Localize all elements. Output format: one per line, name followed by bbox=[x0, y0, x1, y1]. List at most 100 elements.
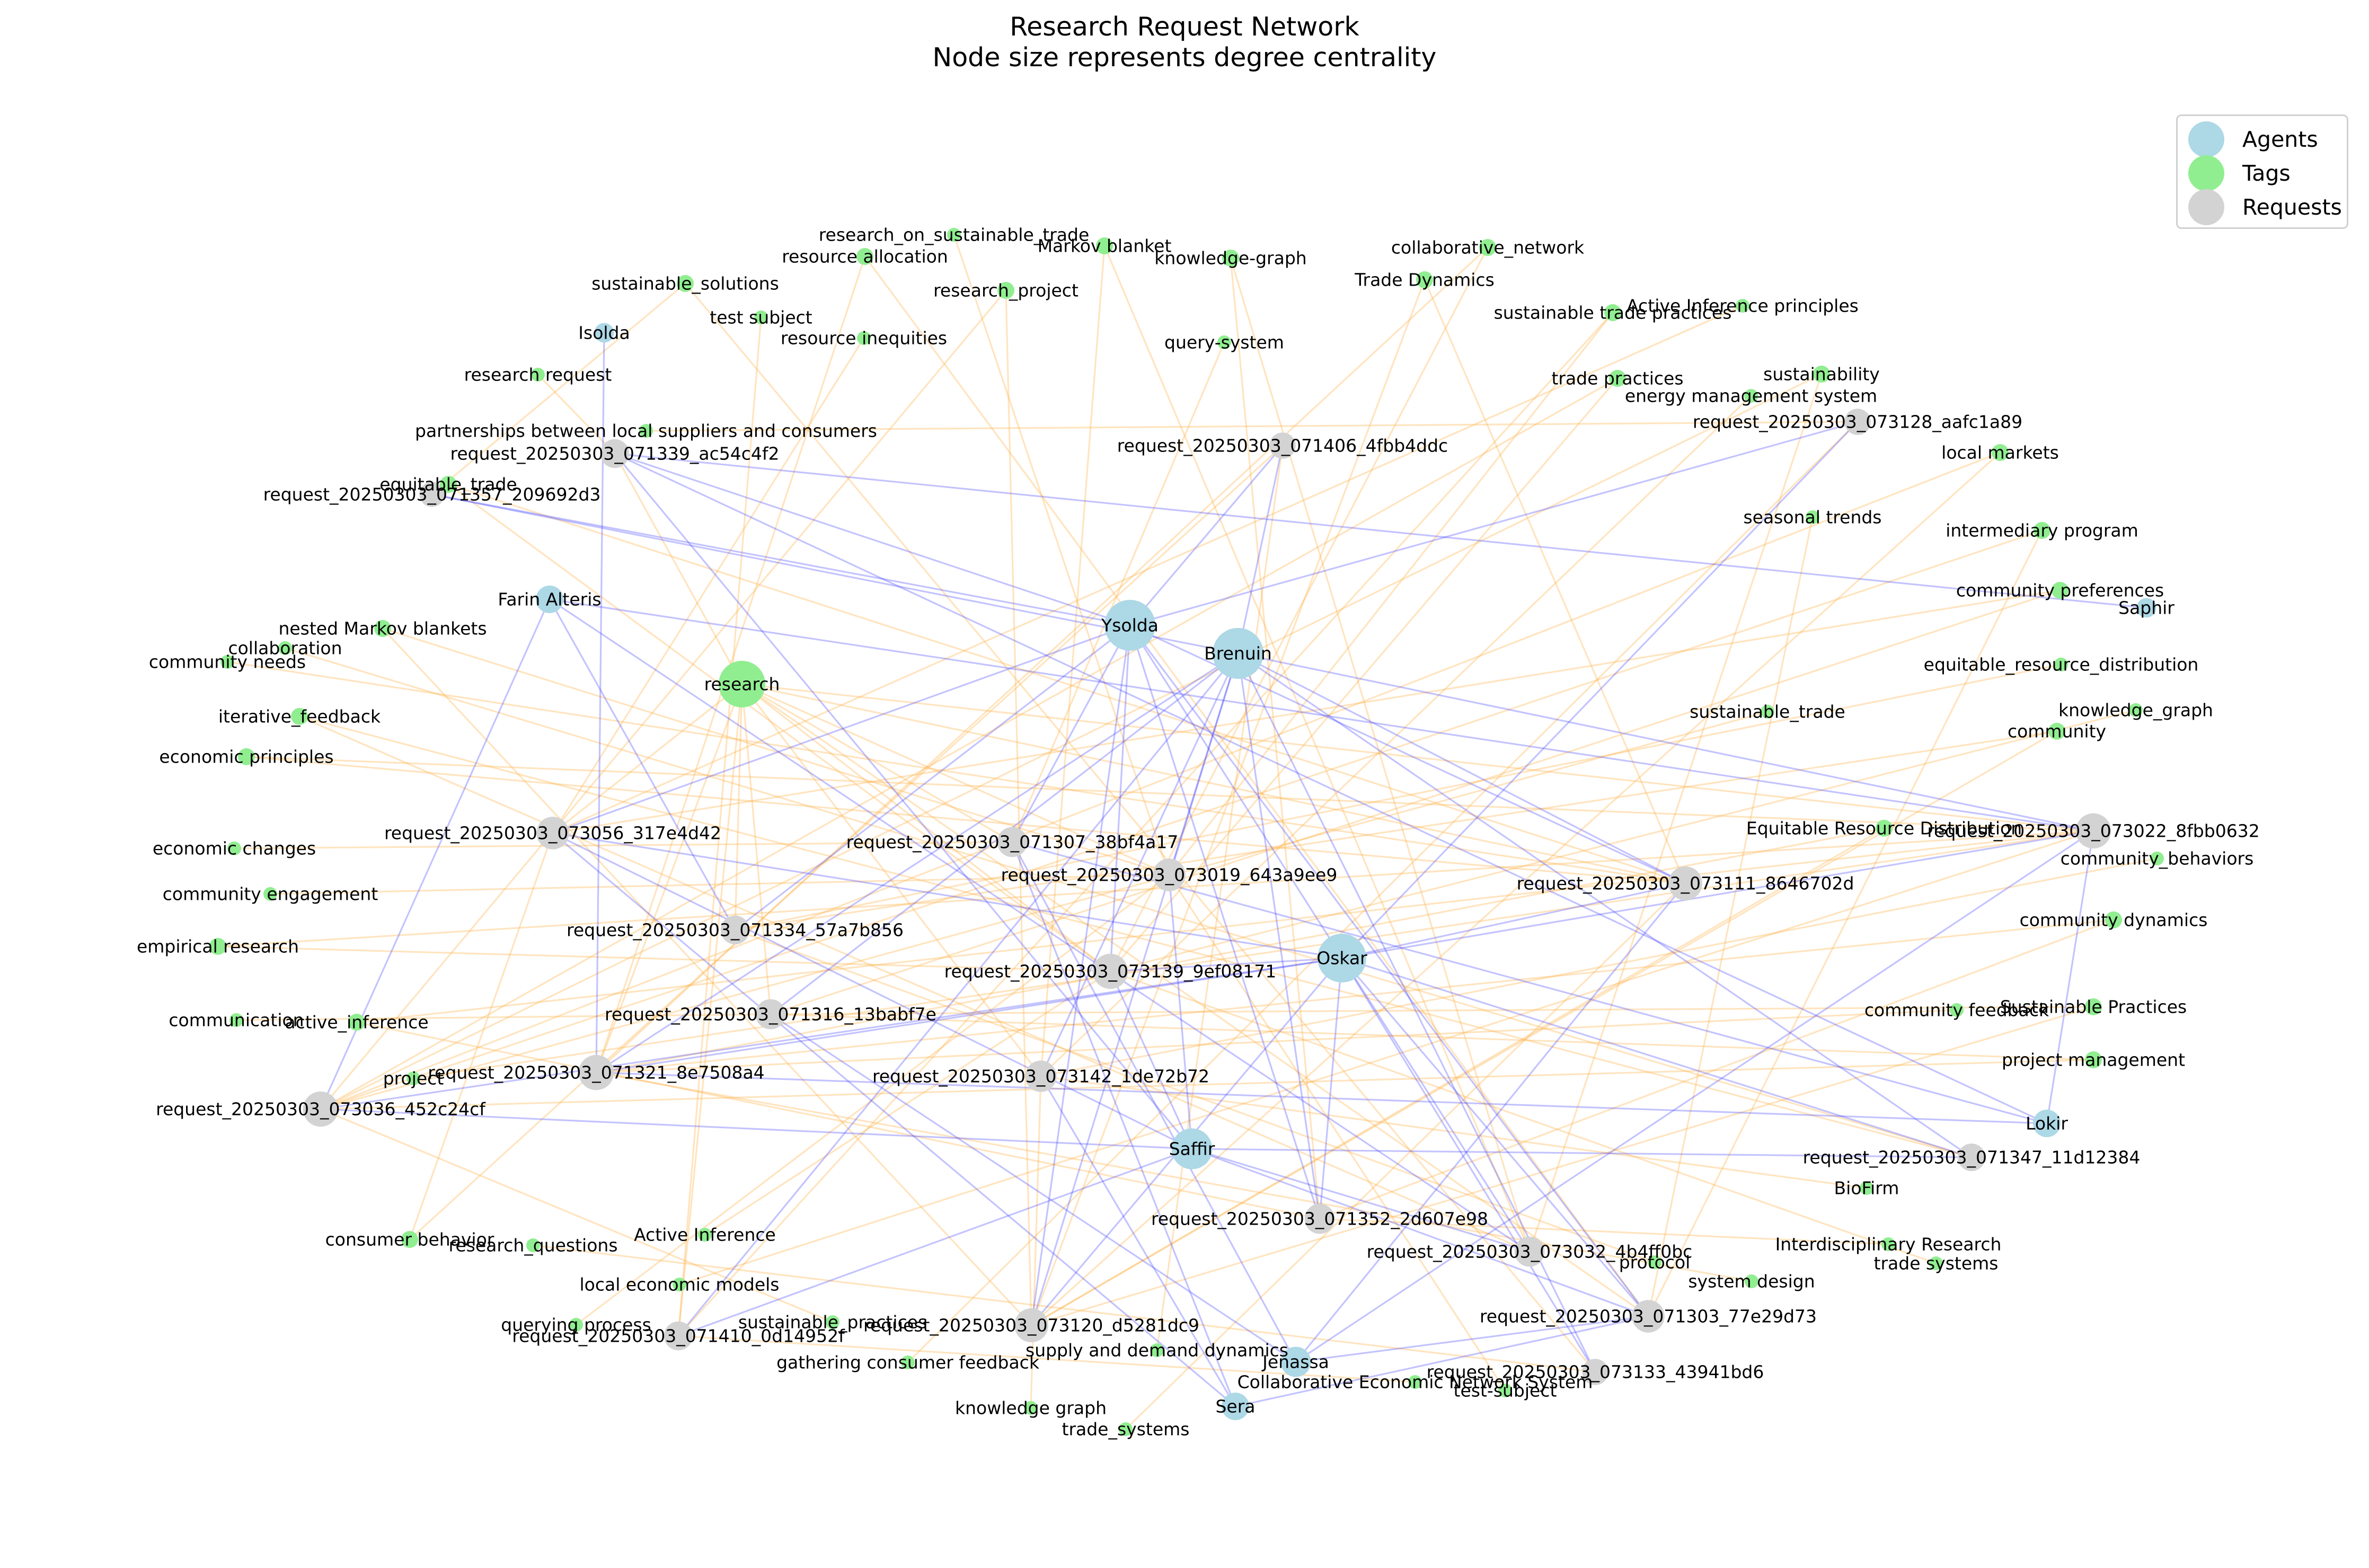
agent-edge-4 bbox=[552, 624, 1130, 834]
agent-edge-45 bbox=[1191, 1148, 1649, 1317]
request-label-request-20250303-073139-9ef08171: request_20250303_073139_9ef08171 bbox=[944, 961, 1277, 982]
agent-label-saffir: Saffir bbox=[1169, 1139, 1215, 1159]
agent-edge-20 bbox=[1040, 653, 1239, 1077]
tag-edge-79 bbox=[1103, 245, 1531, 1252]
tag-label-consumer-behavior: consumer behavior bbox=[325, 1229, 494, 1250]
tag-label-project-management: project management bbox=[2002, 1050, 2185, 1070]
tag-label-resource-allocation: resource allocation bbox=[782, 246, 948, 267]
tag-node-equitable-trade bbox=[440, 476, 457, 493]
agent-label-ysolda: Ysolda bbox=[1101, 615, 1159, 636]
agent-edge-50 bbox=[549, 598, 1530, 1253]
agent-edge-47 bbox=[549, 598, 2094, 832]
request-label-request-20250303-073056-317e4d42: request_20250303_073056_317e4d42 bbox=[384, 823, 721, 844]
tag-label-sustainable-practices: Sustainable Practices bbox=[2000, 997, 2187, 1017]
tag-node-consumer-behavior bbox=[401, 1231, 418, 1248]
tag-edge-27 bbox=[1109, 377, 1619, 972]
tag-node-project bbox=[406, 1071, 420, 1085]
tag-label-active-inference: active_inference bbox=[285, 1012, 428, 1033]
tag-edge-66 bbox=[576, 874, 1170, 1326]
legend: Agents Tags Requests bbox=[2176, 114, 2348, 229]
tag-label-trade-systems: trade_systems bbox=[1062, 1419, 1190, 1440]
tag-node-protocol bbox=[1648, 1255, 1661, 1269]
agent-edge-16 bbox=[1237, 652, 1686, 884]
tag-edge-93 bbox=[299, 715, 1972, 1158]
request-node-request-20250303-071410-0d14952f bbox=[664, 1321, 693, 1351]
legend-marker-tags bbox=[2188, 155, 2224, 191]
tag-label-collaborative-economic-network-system: Collaborative Economic Network System bbox=[1237, 1372, 1593, 1393]
tag-label-nested-markov-blankets: nested Markov blankets bbox=[278, 618, 487, 639]
legend-label-agents: Agents bbox=[2242, 127, 2318, 152]
agent-node-farin-alteris bbox=[536, 586, 563, 613]
request-node-request-20250303-071347-11d12384 bbox=[1958, 1144, 1985, 1171]
legend-marker-agents bbox=[2188, 121, 2224, 157]
tag-node-sustainability bbox=[1813, 366, 1830, 383]
request-node-request-20250303-073139-9ef08171 bbox=[1092, 953, 1128, 989]
tag-edge-68 bbox=[1156, 445, 1284, 1351]
agent-node-oskar bbox=[1318, 934, 1366, 982]
agent-edge-17 bbox=[1237, 652, 2094, 832]
agent-edge-11 bbox=[1030, 625, 1131, 1326]
tag-node-active-inference bbox=[348, 1014, 365, 1031]
tag-label-sustainable-solutions: sustainable_solutions bbox=[591, 273, 779, 294]
tag-label-trade-dynamics: Trade Dynamics bbox=[1354, 270, 1495, 290]
agent-node-isolda bbox=[594, 323, 614, 343]
tag-edge-10 bbox=[741, 683, 1686, 884]
tag-edge-24 bbox=[552, 338, 865, 834]
tag-node-research-questions bbox=[526, 1238, 540, 1252]
tag-edge-1 bbox=[552, 683, 742, 834]
tag-edge-76 bbox=[320, 373, 1822, 1110]
tag-edge-89 bbox=[320, 1059, 2094, 1110]
tag-node-intermediary-program bbox=[2034, 522, 2050, 539]
tag-node-communication bbox=[229, 1013, 243, 1027]
tag-label-sustainable-trade-practices: sustainable trade practices bbox=[1494, 303, 1732, 323]
tag-edge-15 bbox=[1040, 245, 1106, 1077]
tag-label-community-feedback: community feedback bbox=[1864, 1000, 2049, 1021]
agent-node-brenuin bbox=[1213, 628, 1263, 679]
agent-edge-33 bbox=[1341, 957, 1972, 1158]
agent-edge-58 bbox=[1235, 1315, 1649, 1407]
tag-edge-63 bbox=[1110, 970, 1937, 1264]
tag-node-resource-inequities bbox=[857, 331, 871, 345]
tag-edge-36 bbox=[382, 627, 1170, 876]
tag-edge-90 bbox=[409, 832, 554, 1240]
request-label-request-20250303-071303-77e29d73: request_20250303_071303_77e29d73 bbox=[1480, 1306, 1817, 1327]
tag-node-economic-changes bbox=[227, 841, 241, 855]
tag-node-test-subject bbox=[1498, 1384, 1512, 1397]
tag-edge-8 bbox=[741, 684, 1042, 1077]
agent-edge-10 bbox=[1129, 625, 1649, 1317]
tag-node-local-economic-models bbox=[673, 1278, 686, 1291]
tag-node-nested-markov-blankets bbox=[374, 620, 391, 637]
request-node-request-20250303-073032-4b4ff0bc bbox=[1514, 1236, 1545, 1267]
tag-edge-28 bbox=[1528, 374, 1823, 1252]
tag-edge-21 bbox=[677, 317, 762, 1336]
tag-label-economic-changes: economic changes bbox=[153, 838, 316, 859]
tag-edge-5 bbox=[741, 683, 1111, 972]
tag-edge-92 bbox=[382, 627, 1032, 1326]
agent-edge-23 bbox=[677, 652, 1239, 1337]
tag-node-collaborative-economic-network-system bbox=[1408, 1375, 1422, 1389]
tag-node-collaboration bbox=[278, 641, 292, 655]
tag-node-knowledge-graph bbox=[1024, 1401, 1038, 1415]
tag-label-energy-management-system: energy management system bbox=[1625, 386, 1877, 406]
tag-edge-39 bbox=[735, 663, 2062, 931]
tag-node-system-design bbox=[1745, 1274, 1758, 1288]
tag-edge-91 bbox=[448, 483, 1111, 972]
request-label-request-20250303-073142-1de72b72: request_20250303_073142_1de72b72 bbox=[872, 1066, 1209, 1087]
tag-edge-31 bbox=[1030, 451, 2001, 1326]
request-label-request-20250303-071357-209692d3: request_20250303_071357_209692d3 bbox=[263, 484, 601, 505]
request-node-request-20250303-073142-1de72b72 bbox=[1025, 1060, 1057, 1092]
agent-label-brenuin: Brenuin bbox=[1204, 643, 1272, 664]
agent-label-isolda: Isolda bbox=[578, 323, 630, 343]
agent-edge-53 bbox=[1295, 882, 1686, 1363]
agent-edge-63 bbox=[614, 453, 2047, 1124]
agent-edge-41 bbox=[320, 1108, 1192, 1150]
request-node-request-20250303-071303-77e29d73 bbox=[1632, 1300, 1665, 1333]
tag-edge-81 bbox=[1030, 279, 1426, 1326]
tag-edge-94 bbox=[246, 756, 2094, 832]
request-node-request-20250303-073036-452c24cf bbox=[303, 1091, 339, 1127]
request-label-request-20250303-073111-8646702d: request_20250303_073111_8646702d bbox=[1517, 873, 1854, 894]
agent-edge-43 bbox=[1191, 1148, 1530, 1253]
tag-edge-58 bbox=[409, 445, 1284, 1241]
